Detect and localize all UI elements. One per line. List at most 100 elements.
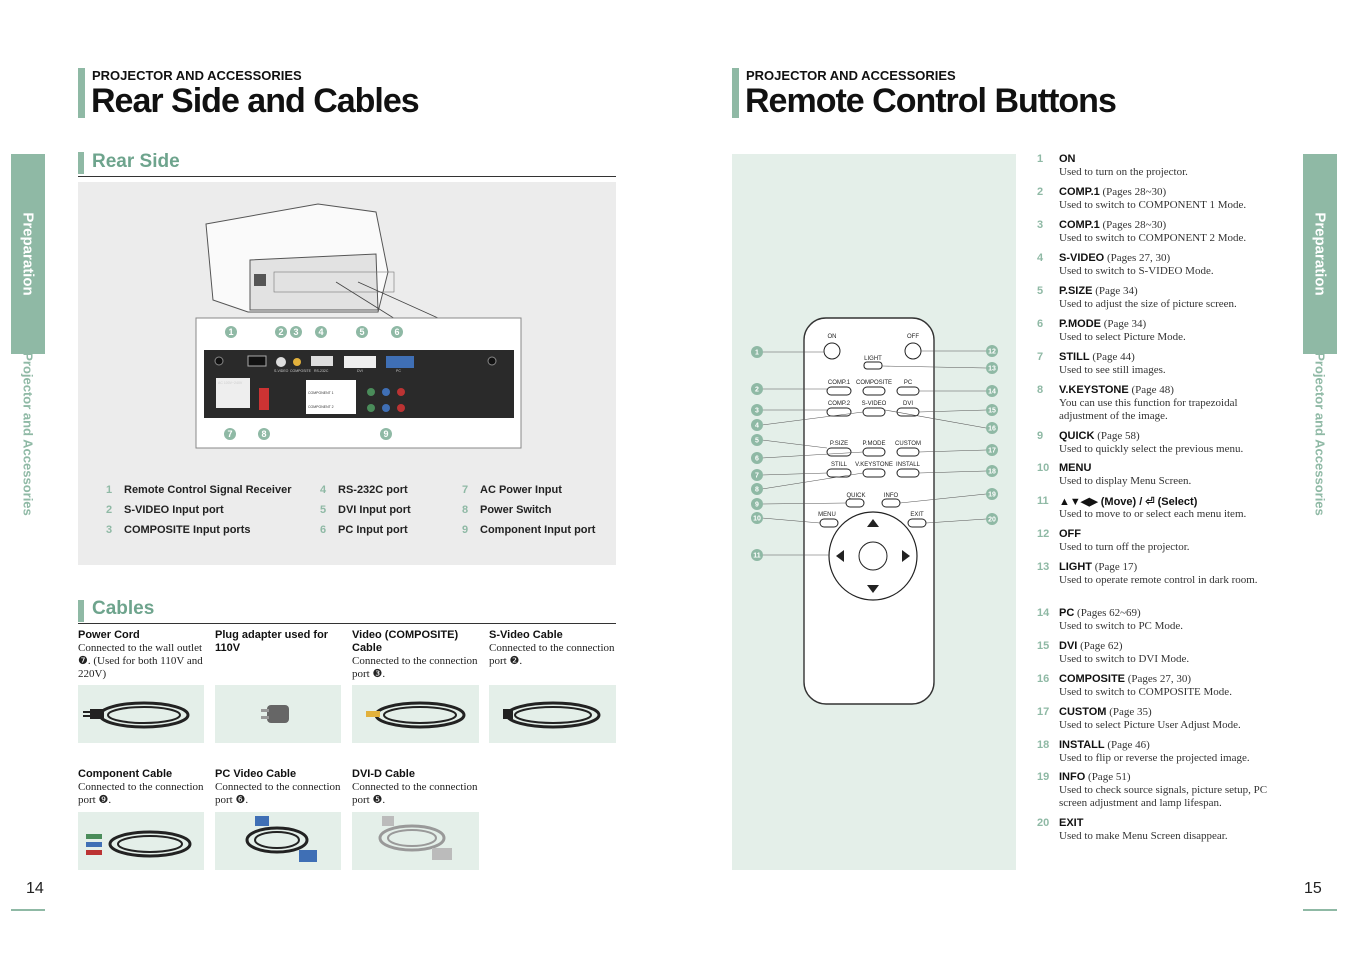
svg-text:COMP.2: COMP.2: [828, 401, 851, 407]
section-rule-rear: [78, 176, 616, 177]
svg-text:19: 19: [988, 492, 996, 499]
section-bar-cables: [78, 600, 84, 622]
remote-callout-2: [751, 383, 763, 395]
svg-text:14: 14: [988, 389, 996, 396]
svg-text:6: 6: [394, 327, 399, 337]
svg-text:3: 3: [293, 327, 298, 337]
side-tab-preparation-right: Preparation: [1303, 154, 1337, 354]
quick-button: [845, 498, 865, 508]
header-subtitle-right: PROJECTOR AND ACCESSORIES: [746, 68, 956, 83]
remote-callout-19: [986, 488, 998, 500]
zoom-line-2: [357, 281, 439, 319]
comp-pr-2: [397, 404, 405, 412]
composite-button: [862, 386, 886, 396]
svg-text:5: 5: [755, 438, 759, 445]
ac-inlet: [216, 378, 250, 408]
cable-svideo: S-Video Cable Connected to the connectio…: [489, 629, 615, 667]
psize-button: [826, 447, 852, 457]
svg-text:MENU: MENU: [818, 512, 836, 518]
zoom-line-1: [335, 281, 401, 323]
callout-6: [391, 326, 403, 338]
svg-text:7: 7: [227, 429, 232, 439]
remote-callout-16: [986, 422, 998, 434]
cable-power-cord: Power Cord Connected to the wall outlet …: [78, 629, 203, 680]
comp-y-2: [367, 404, 375, 412]
svideo-port: [276, 357, 286, 367]
remote-callout-10: [751, 512, 763, 524]
comp2-button: [826, 407, 852, 417]
remote-callout-6: [751, 452, 763, 464]
panel-label-svideo: S-VIDEO: [274, 369, 289, 373]
callout-8: [258, 428, 270, 440]
callout-2: [275, 326, 287, 338]
section-bar-rear: [78, 152, 84, 174]
panel-label-rs232: RS-232C: [314, 369, 329, 373]
svg-text:17: 17: [988, 448, 996, 455]
down-arrow-icon: [867, 585, 879, 593]
header-bar-left: [78, 68, 85, 118]
svg-text:4: 4: [755, 423, 759, 430]
panel-label-comp1: COMPONENT 1: [308, 391, 334, 395]
composite-port: [293, 358, 301, 366]
screw: [487, 356, 497, 366]
svg-text:7: 7: [755, 473, 759, 480]
panel-label-comp2: COMPONENT 2: [308, 405, 334, 409]
svideo-button: [862, 407, 886, 417]
remote-callout-20: [986, 513, 998, 525]
remote-callout-14: [986, 385, 998, 397]
remote-callout-11: [751, 549, 763, 561]
svg-text:11: 11: [753, 553, 761, 560]
pmode-button: [862, 447, 886, 457]
svg-text:9: 9: [755, 502, 759, 509]
comp-y-1: [367, 388, 375, 396]
svg-text:PC: PC: [904, 380, 913, 386]
svg-text:3: 3: [755, 408, 759, 415]
menu-button: [819, 518, 839, 528]
remote-callout-9: [751, 498, 763, 510]
page-number-left: 14: [26, 880, 44, 897]
component-label-area: [306, 380, 356, 414]
svg-text:DVI: DVI: [903, 401, 913, 407]
off-button: [904, 342, 922, 360]
left-arrow-icon: [836, 550, 844, 562]
svg-text:8: 8: [755, 487, 759, 494]
ir-receiver: [247, 355, 267, 367]
page-title-right: Remote Control Buttons: [745, 82, 1117, 120]
remote-illustration: ON OFF LIGHT COMP.1 COMPOSITE PC COMP.2 …: [751, 317, 998, 705]
section-title-cables: Cables: [92, 598, 155, 619]
panel-label-dvi: DVI: [357, 369, 363, 373]
svg-text:18: 18: [988, 469, 996, 476]
callout-3: [290, 326, 302, 338]
panel-label-composite: COMPOSITE: [290, 369, 312, 373]
page-title-left: Rear Side and Cables: [91, 82, 420, 120]
svg-text:6: 6: [755, 456, 759, 463]
power-switch: [259, 388, 269, 410]
svg-text:OFF: OFF: [907, 334, 919, 340]
remote-callout-7: [751, 469, 763, 481]
remote-callout-1: [751, 346, 763, 358]
comp-pr-1: [397, 388, 405, 396]
select-button: [858, 541, 888, 571]
install-button: [896, 468, 920, 478]
svg-text:COMPOSITE: COMPOSITE: [856, 380, 892, 386]
svg-text:2: 2: [278, 327, 283, 337]
svg-text:V.KEYSTONE: V.KEYSTONE: [855, 462, 893, 468]
svg-text:EXIT: EXIT: [910, 512, 924, 518]
svg-text:15: 15: [988, 408, 996, 415]
cable-composite: Video (COMPOSITE) Cable Connected to the…: [352, 629, 478, 680]
page-line-left: [11, 909, 45, 911]
header-subtitle-left: PROJECTOR AND ACCESSORIES: [92, 68, 302, 83]
projector-port-area: [273, 271, 395, 293]
panel-label-pc: PC: [396, 369, 401, 373]
svg-text:16: 16: [988, 426, 996, 433]
remote-callout-8: [751, 483, 763, 495]
cable-component: Component Cable Connected to the connect…: [78, 768, 204, 806]
projector-rear-face: [249, 253, 379, 311]
cable-dvi-d: DVI-D Cable Connected to the connection …: [352, 768, 478, 806]
side-tab-preparation-left: Preparation: [11, 154, 45, 354]
on-button: [823, 342, 841, 360]
projector-ac-socket: [254, 274, 266, 286]
